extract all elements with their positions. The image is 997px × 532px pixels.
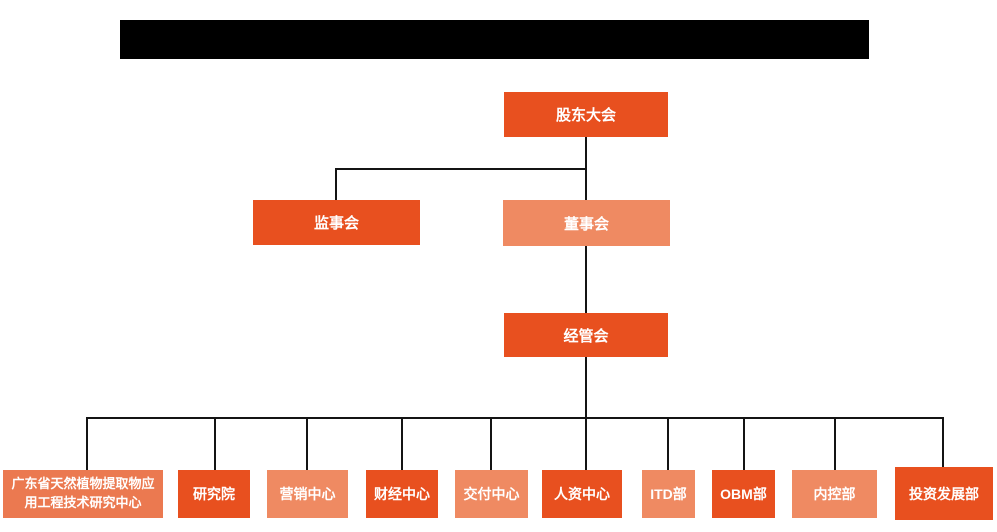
connector-drop-finance-center — [401, 417, 403, 470]
connector-drop-internal-control — [834, 417, 836, 470]
connector-drop-research-center — [86, 417, 88, 470]
connector-row2-horizontal — [335, 168, 587, 170]
connector-management-to-bus — [585, 357, 587, 417]
org-node-internal-control-department: 内控部 — [792, 470, 877, 518]
connector-drop-obm-department — [743, 417, 745, 470]
org-node-itd-department: ITD部 — [642, 470, 695, 518]
org-node-gd-natural-plant-extract-research-center: 广东省天然植物提取物应用工程技术研究中心 — [3, 470, 163, 518]
connector-drop-hr-center — [585, 417, 587, 470]
connector-drop-investment-development — [942, 417, 944, 470]
connector-bus-horizontal — [87, 417, 944, 419]
connector-drop-marketing-center — [306, 417, 308, 470]
org-node-management-committee: 经管会 — [504, 313, 668, 357]
org-node-finance-center: 财经中心 — [366, 470, 438, 518]
connector-supervisors-drop — [335, 168, 337, 200]
connector-drop-delivery-center — [490, 417, 492, 470]
org-node-investment-development-department: 投资发展部 — [895, 467, 993, 520]
org-node-board-of-directors: 董事会 — [503, 200, 670, 246]
connector-directors-to-management — [585, 246, 587, 313]
org-node-delivery-center: 交付中心 — [455, 470, 528, 518]
org-node-research-institute: 研究院 — [178, 470, 250, 518]
connector-drop-itd-department — [667, 417, 669, 470]
org-node-obm-department: OBM部 — [712, 470, 775, 518]
org-node-board-of-supervisors: 监事会 — [253, 200, 420, 245]
redacted-title-bar — [120, 20, 869, 59]
org-node-shareholders-meeting: 股东大会 — [504, 92, 668, 137]
org-node-hr-center: 人资中心 — [542, 470, 622, 518]
connector-drop-research-institute — [214, 417, 216, 470]
org-node-marketing-center: 营销中心 — [267, 470, 348, 518]
